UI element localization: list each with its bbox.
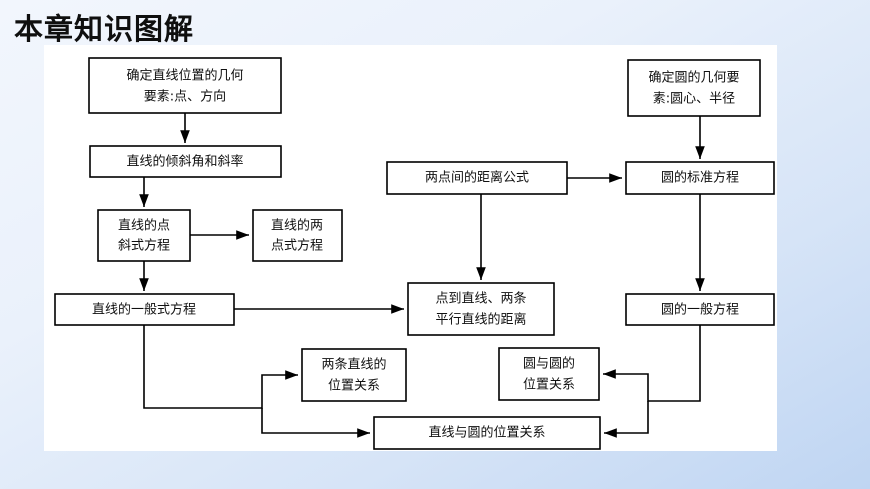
node-n7-line2: 素:圆心、半径 [653,92,735,107]
node-n7-line1: 确定圆的几何要 [648,70,739,86]
node-n11[interactable]: 两条直线的 位置关系 [301,348,407,402]
node-n13[interactable]: 直线与圆的位置关系 [373,416,601,450]
node-layer: 确定直线位置的几何 要素:点、方向 直线的倾斜角和斜率 直线的点 斜式方程 直线… [54,57,775,450]
node-n10-line1: 圆的一般方程 [661,302,739,318]
node-n11-line2: 位置关系 [328,379,380,394]
node-n12-line1: 圆与圆的 [523,356,575,372]
node-n9-line1: 点到直线、两条 [435,291,526,307]
edge-n10-n13 [604,401,649,438]
node-n10[interactable]: 圆的一般方程 [625,293,775,326]
node-n1[interactable]: 确定直线位置的几何 要素:点、方向 [88,57,282,114]
node-n3-line2: 斜式方程 [118,238,170,254]
node-n6[interactable]: 两点间的距离公式 [386,161,568,195]
node-n2[interactable]: 直线的倾斜角和斜率 [89,145,282,178]
node-n5[interactable]: 直线的一般式方程 [54,293,235,326]
node-n12-line2: 位置关系 [523,378,575,393]
node-n3[interactable]: 直线的点 斜式方程 [97,209,191,262]
edge-n5-n11 [143,325,298,409]
edge-n5-n13 [261,408,370,438]
node-n8-line1: 圆的标准方程 [661,170,739,186]
node-n3-line1: 直线的点 [118,218,170,234]
knowledge-flowchart: 确定直线位置的几何 要素:点、方向 直线的倾斜角和斜率 直线的点 斜式方程 直线… [54,57,775,450]
node-n1-line1: 确定直线位置的几何 [126,68,243,84]
node-n7[interactable]: 确定圆的几何要 素:圆心、半径 [627,59,761,117]
node-n8[interactable]: 圆的标准方程 [625,161,775,195]
node-n11-line1: 两条直线的 [321,357,386,373]
node-n6-line1: 两点间的距离公式 [425,170,529,186]
node-n4-line1: 直线的两 [271,218,323,234]
node-n13-line1: 直线与圆的位置关系 [428,425,545,441]
page-title: 本章知识图解 [14,12,195,46]
node-n4[interactable]: 直线的两 点式方程 [252,209,343,262]
diagram-panel: 确定直线位置的几何 要素:点、方向 直线的倾斜角和斜率 直线的点 斜式方程 直线… [44,45,777,451]
node-n5-line1: 直线的一般式方程 [92,302,196,318]
node-n12[interactable]: 圆与圆的 位置关系 [498,347,600,401]
node-n9-line2: 平行直线的距离 [435,312,526,328]
node-n2-line1: 直线的倾斜角和斜率 [126,154,243,170]
node-n9[interactable]: 点到直线、两条 平行直线的距离 [407,282,555,336]
node-n4-line2: 点式方程 [271,238,323,254]
node-n1-line2: 要素:点、方向 [144,89,226,105]
edge-n10-n12 [603,325,701,402]
connector-layer [139,113,705,438]
